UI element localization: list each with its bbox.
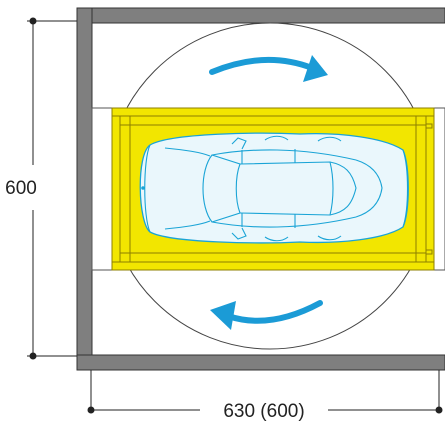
height-dimension: 600	[5, 17, 77, 360]
wall-left	[76, 7, 93, 371]
width-dimension: 630 (600)	[87, 370, 443, 422]
wall-top	[76, 7, 445, 24]
garage-walls	[76, 7, 445, 371]
width-label: 630 (600)	[223, 401, 304, 422]
clockwise-arrow-icon	[209, 55, 328, 82]
wall-bottom	[76, 354, 445, 371]
height-label: 600	[5, 178, 37, 199]
counterclockwise-arrow-icon	[210, 300, 323, 330]
car-icon	[139, 132, 409, 244]
